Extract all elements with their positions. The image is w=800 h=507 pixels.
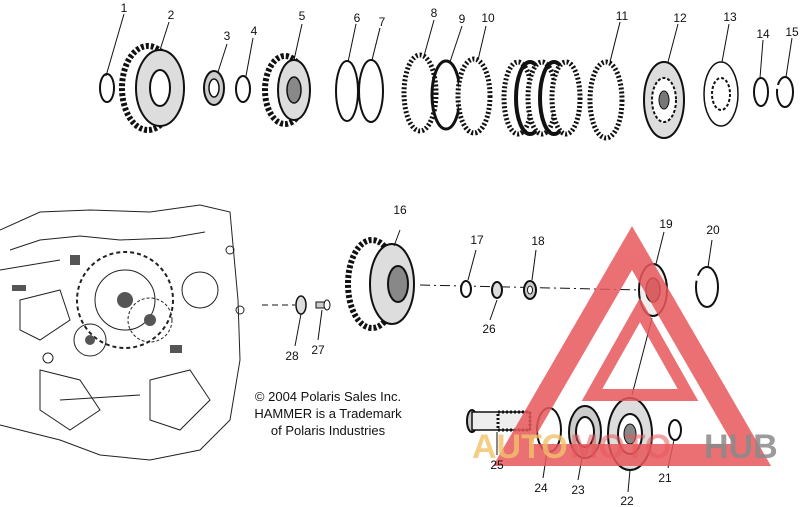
callout-20: 20	[706, 223, 720, 237]
callout-10: 10	[481, 11, 495, 25]
part-28-washer	[295, 295, 307, 315]
part-6-ring	[335, 60, 359, 122]
copyright-line-2: HAMMER is a Trademark	[254, 406, 402, 421]
watermark-text-auto: AUTO	[472, 428, 568, 466]
callout-28: 28	[285, 349, 299, 363]
callout-19: 19	[659, 217, 673, 231]
callout-26: 26	[482, 322, 496, 336]
callout-23: 23	[571, 483, 585, 497]
callout-13: 13	[723, 10, 737, 24]
part-5-hub	[262, 53, 311, 127]
callout-9: 9	[459, 12, 466, 26]
engine-case-sketch	[0, 204, 245, 461]
part-20-snap-ring	[695, 266, 719, 308]
part-13-splined-washer	[703, 61, 739, 127]
callout-4: 4	[251, 24, 258, 38]
part-26-washer	[491, 281, 503, 299]
part-4-snap-ring	[235, 75, 251, 103]
part-7-ring	[358, 59, 384, 123]
callout-27: 27	[311, 343, 325, 357]
copyright-line-3: of Polaris Industries	[270, 423, 386, 438]
callout-2: 2	[168, 8, 175, 22]
part-14-ring	[753, 77, 769, 107]
part-2-clutch-drum	[119, 43, 185, 133]
watermark-text-hub: HUB	[704, 428, 778, 466]
engine-sketch-shading	[12, 255, 182, 353]
callout-8: 8	[431, 6, 438, 20]
callout-21: 21	[658, 471, 672, 485]
callout-5: 5	[299, 9, 306, 23]
callout-17: 17	[470, 233, 484, 247]
part-10-friction-plate	[455, 56, 493, 136]
part-1-snap-ring	[99, 73, 115, 103]
part-11-friction-plate	[587, 59, 625, 141]
callout-12: 12	[673, 11, 687, 25]
callout-15: 15	[785, 25, 799, 39]
part-21-washer	[668, 419, 682, 441]
watermark-text-moto: MOTO	[570, 428, 671, 466]
autohub-watermark-logo	[492, 226, 772, 466]
top-leader-lines	[105, 13, 793, 79]
part-16-clutch-hub	[345, 237, 415, 331]
part-3-bearing	[203, 70, 225, 106]
callout-18: 18	[531, 234, 545, 248]
callout-3: 3	[224, 29, 231, 43]
callout-7: 7	[379, 15, 386, 29]
part-9-steel-plate	[430, 59, 462, 131]
callout-25: 25	[490, 458, 504, 472]
clutch-plate-stack	[501, 59, 583, 137]
callout-14: 14	[756, 27, 770, 41]
copyright-line-1: © 2004 Polaris Sales Inc.	[254, 389, 402, 404]
part-12-pressure-plate	[643, 61, 685, 139]
part-18-nut	[523, 280, 537, 300]
copyright-notice: © 2004 Polaris Sales Inc. HAMMER is a Tr…	[228, 388, 428, 439]
part-27-bolt	[315, 299, 331, 311]
callout-11: 11	[616, 9, 629, 23]
part-8-friction-plate	[401, 52, 439, 134]
callout-1: 1	[121, 1, 128, 15]
part-17-washer	[460, 280, 472, 298]
callout-labels: 1 2 3 4 5 6 7 8 9 10 11 12 13 14 15 16 1…	[121, 1, 799, 507]
callout-22: 22	[620, 494, 634, 507]
callout-6: 6	[354, 11, 361, 25]
part-15-snap-ring	[776, 76, 794, 108]
callout-16: 16	[393, 203, 407, 217]
callout-24: 24	[534, 481, 548, 495]
